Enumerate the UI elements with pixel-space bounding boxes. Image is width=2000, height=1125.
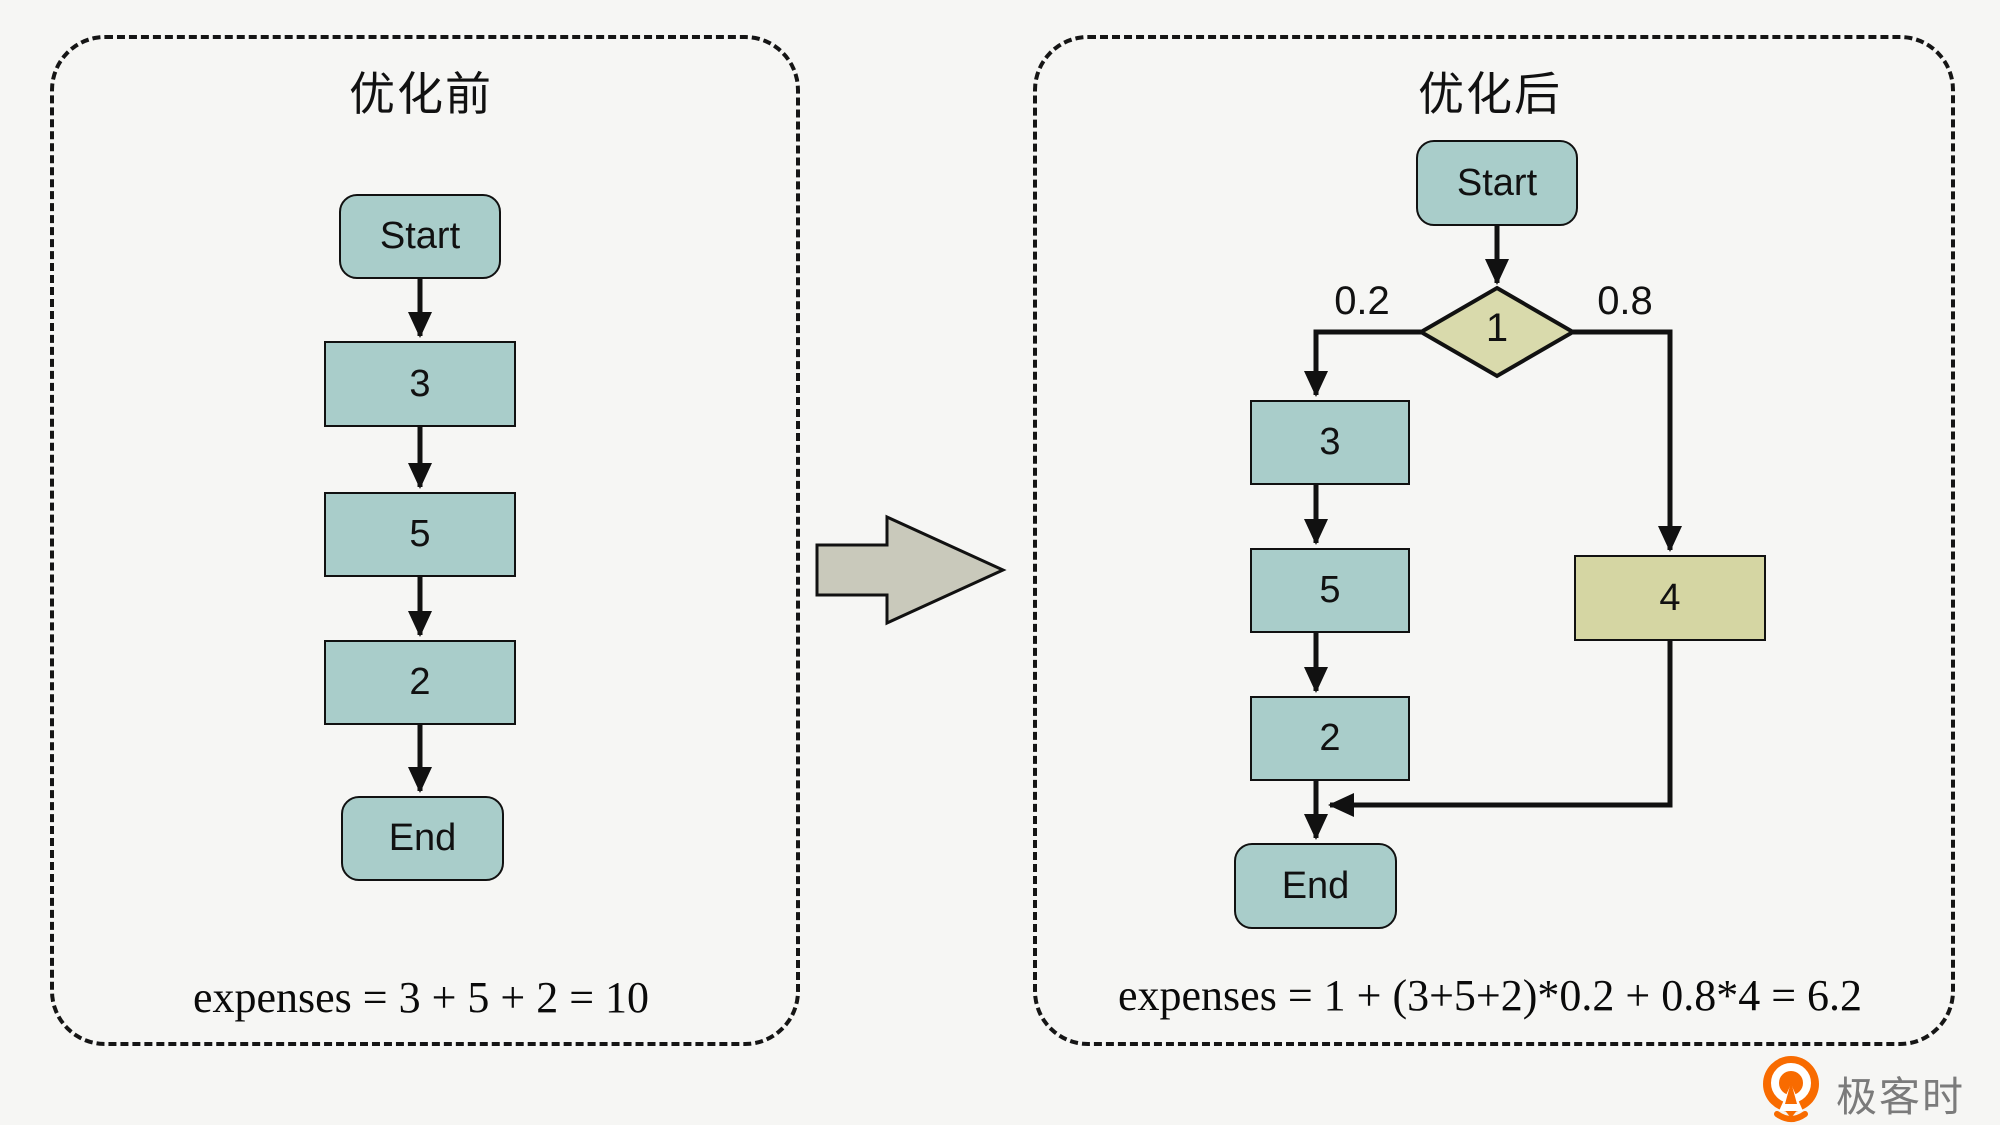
node-left-end-label: End <box>388 817 457 859</box>
node-left-start-label: Start <box>379 215 461 257</box>
node-left-2: 2 <box>324 640 516 725</box>
geektime-logo-icon <box>1763 1056 1819 1122</box>
node-left-5: 5 <box>324 492 516 577</box>
panel-after <box>1033 35 1955 1046</box>
node-left-end: End <box>341 796 504 881</box>
decision-label: 1 <box>1485 306 1509 350</box>
node-right-4: 4 <box>1574 555 1766 641</box>
node-right-start-label: Start <box>1456 161 1538 204</box>
branch-probability-left: 0.2 <box>1334 279 1390 323</box>
node-right-3: 3 <box>1250 400 1410 485</box>
node-right-3-label: 3 <box>1319 421 1341 463</box>
node-left-2-label: 2 <box>409 661 431 703</box>
node-left-start: Start <box>339 194 501 279</box>
node-right-5: 5 <box>1250 548 1410 633</box>
node-left-3-label: 3 <box>409 362 431 405</box>
panel-before <box>50 35 800 1046</box>
node-right-end: End <box>1234 843 1397 929</box>
formula-after: expenses = 1 + (3+5+2)*0.2 + 0.8*4 = 6.2 <box>1117 971 1863 1020</box>
transform-block-arrow <box>815 514 1007 626</box>
node-left-3: 3 <box>324 341 516 427</box>
node-right-5-label: 5 <box>1319 569 1341 611</box>
panel-after-title: 优化后 <box>1418 68 1562 120</box>
branch-probability-right: 0.8 <box>1597 279 1653 323</box>
node-right-start: Start <box>1416 140 1578 226</box>
geektime-logo-text: 极客时间 <box>1836 1074 1965 1120</box>
formula-before: expenses = 3 + 5 + 2 = 10 <box>192 973 650 1022</box>
panel-before-title: 优化前 <box>349 68 493 120</box>
node-right-4-label: 4 <box>1659 576 1681 619</box>
node-right-2: 2 <box>1250 696 1410 781</box>
node-right-2-label: 2 <box>1319 717 1341 759</box>
node-right-end-label: End <box>1281 864 1350 907</box>
node-left-5-label: 5 <box>409 513 431 555</box>
